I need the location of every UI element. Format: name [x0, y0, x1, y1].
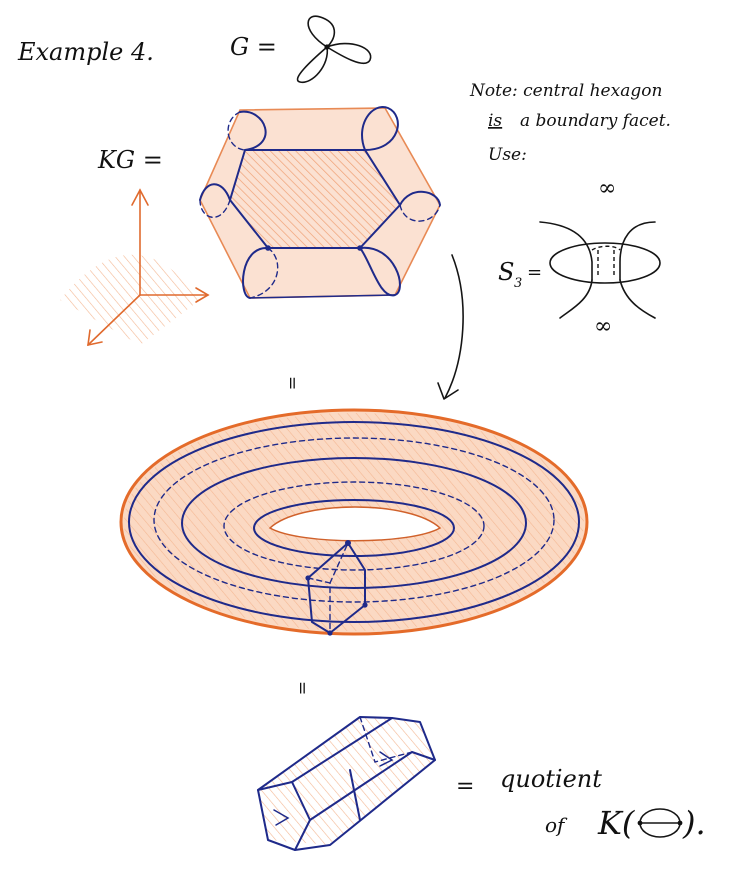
kg-label: KG = [97, 146, 163, 174]
quotient-close: ). [682, 804, 706, 842]
theta-graph-icon [637, 808, 683, 838]
note-line-2: a boundary facet. [520, 111, 671, 131]
kg-hexagonal-solid [199, 106, 441, 299]
equals-lower: = [292, 681, 312, 695]
quotient-of: of [545, 813, 568, 837]
quotient-word: quotient [500, 765, 602, 793]
axes-sketch [60, 188, 210, 347]
example-heading: Example 4. [17, 38, 154, 66]
infinity-bottom: ∞ [594, 314, 612, 339]
note-line-1: Note: central hexagon [469, 81, 662, 101]
hexagonal-prism [257, 716, 436, 851]
graph-g-icon [296, 15, 372, 83]
svg-text:3: 3 [514, 276, 522, 291]
s3-link-diagram: S 3 = ∞ ∞ [498, 176, 661, 339]
svg-text:=: = [527, 262, 542, 283]
torus [119, 408, 589, 636]
svg-text:S: S [498, 258, 514, 286]
graph-label: G = [230, 33, 277, 61]
quotient-k: K( [597, 804, 636, 842]
equals-right: = [456, 774, 474, 799]
equals-mid: = [282, 376, 302, 390]
note-line-2-underlined: is [488, 111, 502, 131]
curved-arrow [437, 254, 464, 400]
use-label: Use: [488, 145, 527, 165]
infinity-top: ∞ [598, 176, 616, 201]
